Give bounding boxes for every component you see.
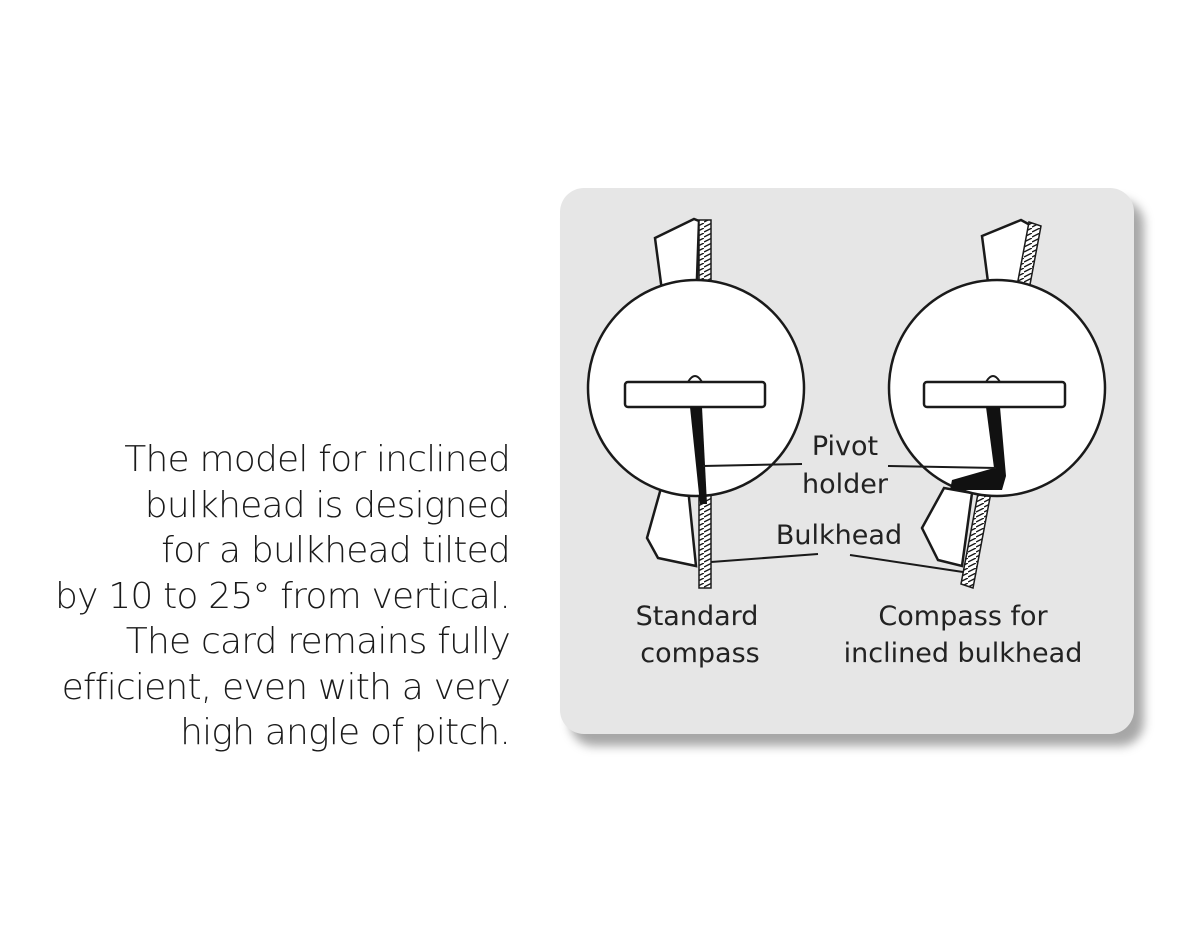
pivot-holder-label: holder — [802, 469, 889, 500]
pivot-holder — [690, 407, 707, 504]
bulkhead-leader-left — [710, 553, 819, 563]
compass-diagram: Pivot holder Bulkhead Standard compass C… — [586, 217, 1107, 669]
pivot-holder-label: Pivot — [812, 431, 878, 462]
lower-bracket — [645, 486, 698, 568]
pivot-holder-leader-right — [887, 465, 997, 469]
pivot-holder — [950, 407, 1006, 490]
description-line: The model for inclined — [124, 439, 511, 480]
inclined-compass-label: Compass for — [878, 601, 1048, 632]
inclined-compass — [887, 218, 1107, 589]
description-text: The model for inclined bulkhead is desig… — [40, 437, 511, 756]
compass-card — [922, 380, 1067, 409]
diagram-panel: Pivot holder Bulkhead Standard compass C… — [560, 188, 1134, 734]
description-line: high angle of pitch. — [180, 712, 511, 753]
description-line: efficient, even with a very — [61, 666, 511, 708]
pivot-cap — [687, 375, 703, 383]
compass-card — [623, 380, 767, 409]
description-line: The card remains fully — [125, 621, 511, 662]
lower-bracket — [920, 486, 974, 568]
standard-compass — [586, 217, 806, 589]
pivot-holder-leader-left — [702, 463, 803, 467]
description-line: for a bulkhead tilted — [161, 530, 511, 571]
description-line: by 10 to 25° from vertical. — [55, 575, 511, 617]
standard-compass-label: compass — [640, 638, 759, 669]
bulkhead-label: Bulkhead — [776, 520, 902, 551]
description-line: bulkhead is designed — [144, 484, 511, 526]
bulkhead-leader-right — [849, 554, 964, 573]
labels: Pivot holder Bulkhead Standard compass C… — [636, 431, 1083, 669]
standard-compass-label: Standard — [636, 601, 759, 632]
pivot-cap — [985, 375, 1001, 383]
leader-lines — [702, 463, 997, 573]
inclined-compass-label: inclined bulkhead — [844, 638, 1083, 669]
